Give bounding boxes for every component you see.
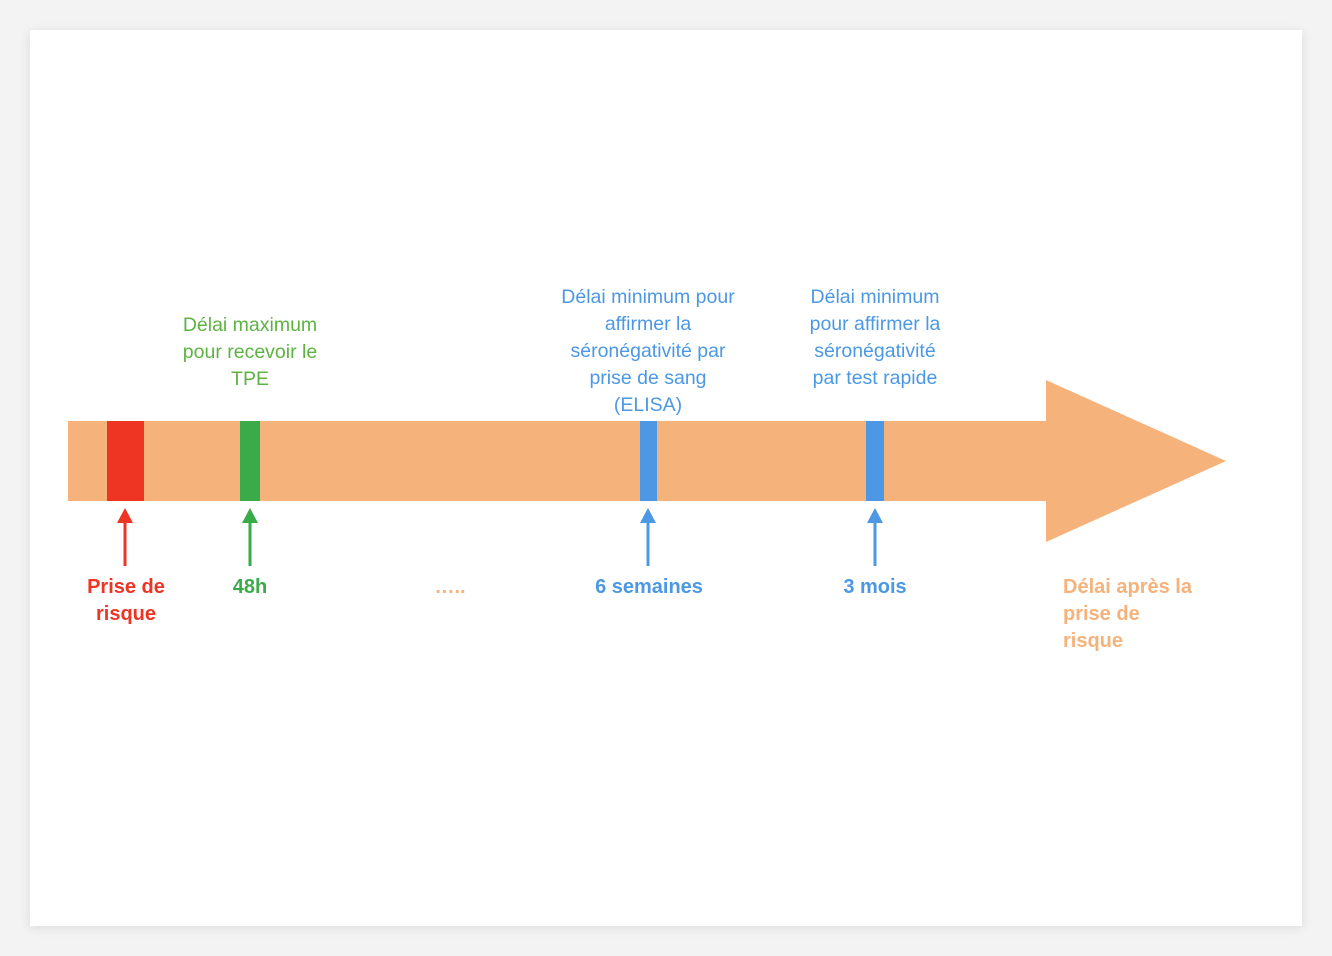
ellipsis: ….. <box>434 576 466 598</box>
description-test-rapide: Délai minimum pour affirmer la séronégat… <box>809 286 941 389</box>
label-3-mois: 3 mois <box>843 576 907 598</box>
marker-6-semaines <box>640 421 657 501</box>
description-tpe: Délai maximum pour recevoir le TPE <box>182 314 318 390</box>
timeline-arrow-shaft <box>68 421 1050 501</box>
pointer-arrow-3-mois <box>867 508 883 566</box>
description-elisa: Délai minimum pour affirmer la séronégat… <box>561 286 735 416</box>
label-6-semaines: 6 semaines <box>595 576 703 598</box>
pointer-arrow-48h <box>242 508 258 566</box>
axis-label-delai: Délai après la prise de risque <box>1063 576 1192 652</box>
label-48h: 48h <box>232 576 268 598</box>
pointer-arrow-prise-de-risque <box>117 508 133 566</box>
marker-48h <box>240 421 260 501</box>
timeline-arrowhead <box>1046 380 1226 542</box>
label-prise-de-risque: Prise de risque <box>87 576 165 625</box>
marker-3-mois <box>866 421 884 501</box>
marker-prise-de-risque <box>107 421 144 501</box>
pointer-arrow-6-semaines <box>640 508 656 566</box>
